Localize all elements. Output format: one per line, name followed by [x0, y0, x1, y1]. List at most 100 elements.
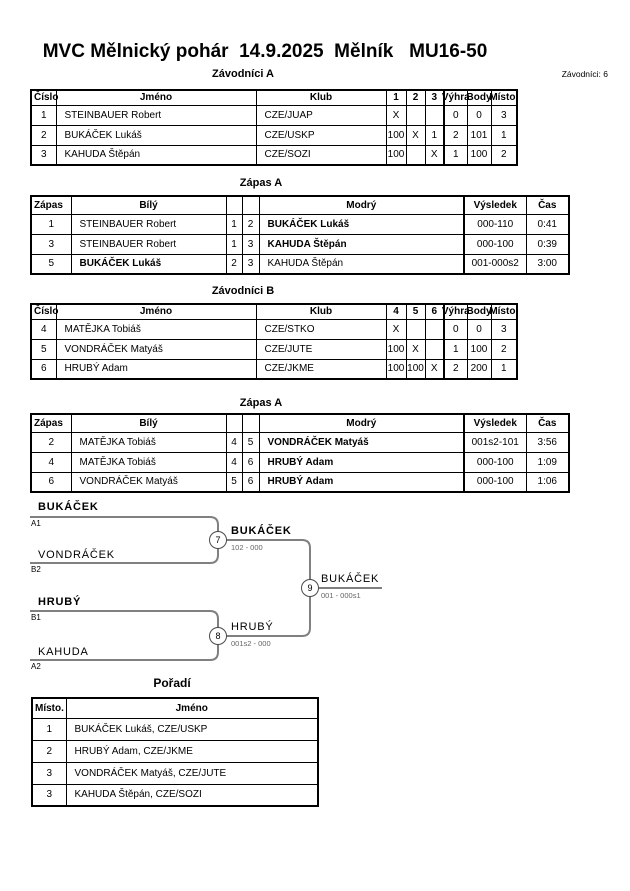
- match-b-heading: Zápas A: [239, 397, 283, 409]
- table-row: 4 MATĚJKA Tobiáš CZE/STKO X 0 0 3: [30, 318, 518, 340]
- cell-modry: HRUBÝ Adam: [258, 471, 465, 493]
- cell-cas: 1:09: [525, 451, 570, 473]
- header-klub: Klub: [255, 89, 387, 106]
- bracket-semi1-winner: BUKÁČEK: [231, 525, 292, 537]
- cell-cas: 0:41: [525, 213, 570, 235]
- cell-jmeno: BUKÁČEK Lukáš, CZE/USKP: [65, 717, 319, 741]
- bracket-entry-seed: A1: [31, 519, 41, 528]
- cell-m2: [405, 104, 426, 126]
- cell-jmeno: KAHUDA Štěpán, CZE/SOZI: [65, 783, 319, 807]
- table-row: 3 VONDRÁČEK Matyáš, CZE/JUTE: [31, 761, 319, 785]
- bracket-semi2-winner: HRUBÝ: [231, 621, 274, 633]
- match-a-header-row: Zápas Bílý Modrý Výsledek Čas: [30, 195, 570, 215]
- table-row: 5 VONDRÁČEK Matyáš CZE/JUTE 100 X 1 100 …: [30, 338, 518, 360]
- cell-misto: 3: [490, 104, 518, 126]
- cell-m1: 100: [385, 144, 407, 166]
- bracket-semi1-result: 102 - 000: [231, 543, 263, 552]
- header-vyhra: Výhra: [442, 89, 470, 106]
- cell-vyhra: 2: [443, 124, 468, 146]
- cell-body: 0: [466, 318, 492, 340]
- cell-vyhra: 0: [443, 318, 468, 340]
- match-b-table: Zápas Bílý Modrý Výsledek Čas 2 MATĚJKA …: [30, 413, 570, 493]
- cell-vyhra: 1: [443, 144, 468, 166]
- table-row: 3 STEINBAUER Robert 1 3 KAHUDA Štěpán 00…: [30, 233, 570, 255]
- cell-m2: [405, 318, 426, 340]
- table-row: 4 MATĚJKA Tobiáš 4 6 HRUBÝ Adam 000-100 …: [30, 451, 570, 473]
- table-row: 2 HRUBÝ Adam, CZE/JKME: [31, 739, 319, 763]
- bracket-entry-name: KAHUDA: [38, 646, 89, 658]
- bracket-entry-name: BUKÁČEK: [38, 501, 99, 513]
- header-jmeno: Jméno: [65, 697, 319, 719]
- cell-body: 0: [466, 104, 492, 126]
- group-b-heading: Závodníci B: [211, 285, 275, 297]
- cell-jmeno: VONDRÁČEK Matyáš, CZE/JUTE: [65, 761, 319, 785]
- cell-body: 100: [466, 144, 492, 166]
- cell-m1: 100: [385, 124, 407, 146]
- table-row: 3 KAHUDA Štěpán, CZE/SOZI: [31, 783, 319, 807]
- table-row: 1 STEINBAUER Robert 1 2 BUKÁČEK Lukáš 00…: [30, 213, 570, 235]
- cell-cas: 1:06: [525, 471, 570, 493]
- bracket-semi1-node: 7: [209, 531, 227, 549]
- header-cas: Čas: [525, 413, 570, 433]
- cell-klub: CZE/USKP: [255, 124, 387, 146]
- cell-misto: 1: [490, 124, 518, 146]
- cell-body: 101: [466, 124, 492, 146]
- bracket-semi2-node: 8: [209, 627, 227, 645]
- cell-m3: [424, 104, 445, 126]
- cell-klub: CZE/JUAP: [255, 104, 387, 126]
- cell-body: 100: [466, 338, 492, 360]
- cell-modry: KAHUDA Štěpán: [258, 253, 465, 275]
- header-cislo: Číslo: [30, 303, 58, 320]
- cell-body: 200: [466, 358, 492, 380]
- cell-vysledek: 000-100: [463, 233, 527, 255]
- cell-n2: 5: [241, 431, 260, 453]
- header-col-4: 4: [385, 303, 407, 320]
- header-bily: Bílý: [70, 195, 227, 215]
- group-b-table: Číslo Jméno Klub 4 5 6 Výhra Body Místo.…: [30, 303, 518, 380]
- cell-jmeno: VONDRÁČEK Matyáš: [55, 338, 257, 360]
- header-vysledek: Výsledek: [463, 413, 527, 433]
- cell-m2: [405, 144, 426, 166]
- cell-bily: VONDRÁČEK Matyáš: [70, 471, 227, 493]
- bracket-semi2-result: 001s2 - 000: [231, 639, 271, 648]
- cell-m1: 100: [385, 338, 407, 360]
- cell-cislo: 4: [30, 318, 57, 340]
- cell-misto: 3: [31, 761, 67, 785]
- cell-modry: VONDRÁČEK Matyáš: [258, 431, 465, 453]
- cell-m3: [424, 318, 445, 340]
- header-cislo: Číslo: [30, 89, 58, 106]
- cell-m3: 1: [424, 124, 445, 146]
- cell-cas: 3:56: [525, 431, 570, 453]
- cell-misto: 1: [490, 358, 518, 380]
- cell-cislo: 3: [30, 144, 57, 166]
- cell-jmeno: STEINBAUER Robert: [55, 104, 257, 126]
- cell-n1: 4: [225, 431, 243, 453]
- header-vyhra: Výhra: [442, 303, 470, 320]
- cell-modry: KAHUDA Štěpán: [258, 233, 465, 255]
- header-n2: [241, 195, 260, 215]
- cell-misto: 1: [31, 717, 67, 741]
- cell-n2: 3: [241, 233, 260, 255]
- header-modry: Modrý: [258, 195, 465, 215]
- header-n2: [241, 413, 260, 433]
- cell-n1: 5: [225, 471, 243, 493]
- cell-m3: X: [424, 144, 445, 166]
- bracket-final-node: 9: [301, 579, 319, 597]
- header-misto: Místo.: [31, 697, 67, 719]
- cell-n1: 1: [225, 233, 243, 255]
- header-misto: Místo.: [489, 89, 518, 106]
- group-a-header-row: Číslo Jméno Klub 1 2 3 Výhra Body Místo.: [30, 89, 518, 106]
- cell-m3: X: [424, 358, 445, 380]
- header-body: Body: [466, 303, 492, 320]
- cell-vyhra: 2: [443, 358, 468, 380]
- bracket-final-result: 001 - 000s1: [321, 591, 361, 600]
- bracket-entry-name: VONDRÁČEK: [38, 549, 115, 561]
- header-zapas: Zápas: [30, 413, 72, 433]
- table-row: 1 BUKÁČEK Lukáš, CZE/USKP: [31, 717, 319, 741]
- cell-cas: 0:39: [525, 233, 570, 255]
- match-a-table: Zápas Bílý Modrý Výsledek Čas 1 STEINBAU…: [30, 195, 570, 275]
- header-bily: Bílý: [70, 413, 227, 433]
- cell-modry: BUKÁČEK Lukáš: [258, 213, 465, 235]
- cell-jmeno: BUKÁČEK Lukáš: [55, 124, 257, 146]
